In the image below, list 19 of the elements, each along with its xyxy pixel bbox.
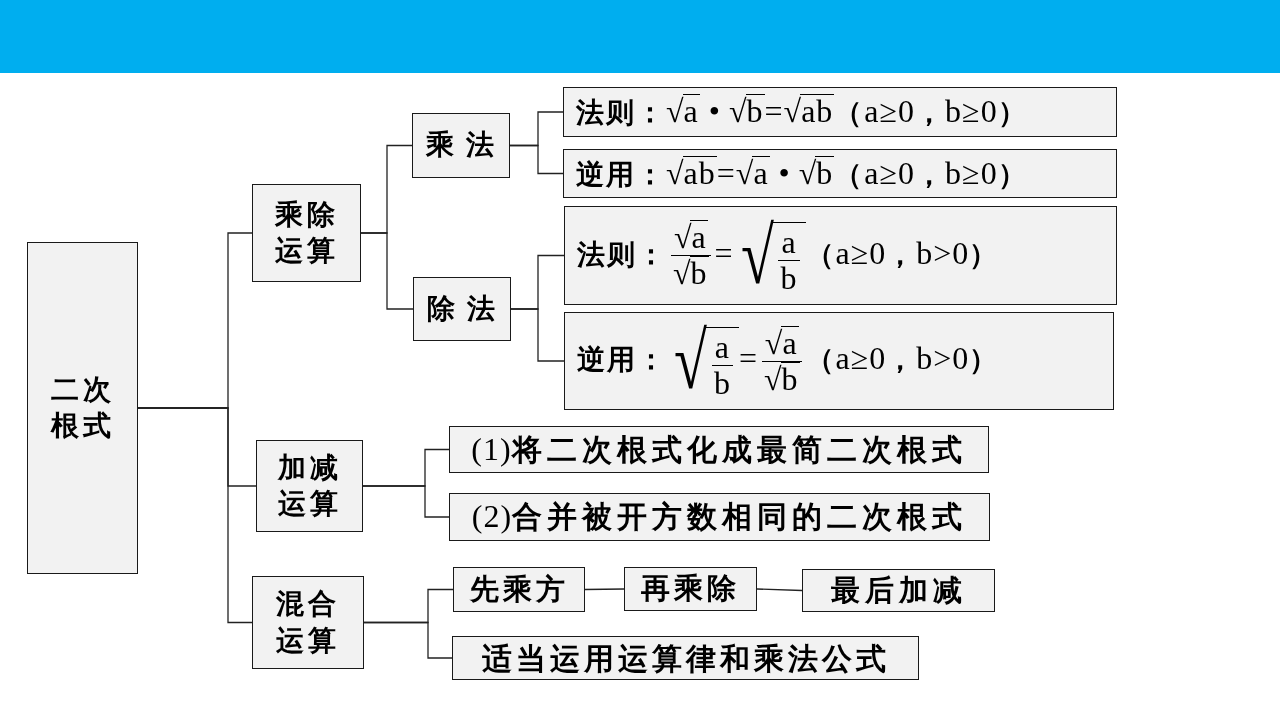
step-box: 先乘方: [453, 567, 585, 612]
sub-branch-box: 除法: [413, 277, 511, 341]
formula-box: 逆用：√ab=√a • √b（a≥0，b≥0）: [563, 149, 1117, 198]
branch-box: 混合运算: [252, 576, 364, 669]
branch-box: 乘除运算: [252, 184, 361, 282]
connector-line: [360, 232, 414, 310]
connector-line: [363, 621, 453, 659]
connector-line: [362, 485, 450, 518]
connector-line: [510, 308, 565, 362]
connector-line: [584, 588, 625, 591]
connector-line: [756, 588, 803, 592]
sub-branch-box: 乘法: [412, 113, 510, 178]
formula-box: 法则：√a • √b=√ab（a≥0，b≥0）: [563, 87, 1117, 137]
root-topic-box: 二次根式: [27, 242, 138, 574]
step-box: 再乘除: [624, 567, 757, 611]
connector-line: [509, 144, 564, 175]
connector-line: [137, 407, 253, 624]
branch-box: 加减运算: [256, 440, 363, 532]
step-box: 最后加减: [802, 569, 995, 612]
